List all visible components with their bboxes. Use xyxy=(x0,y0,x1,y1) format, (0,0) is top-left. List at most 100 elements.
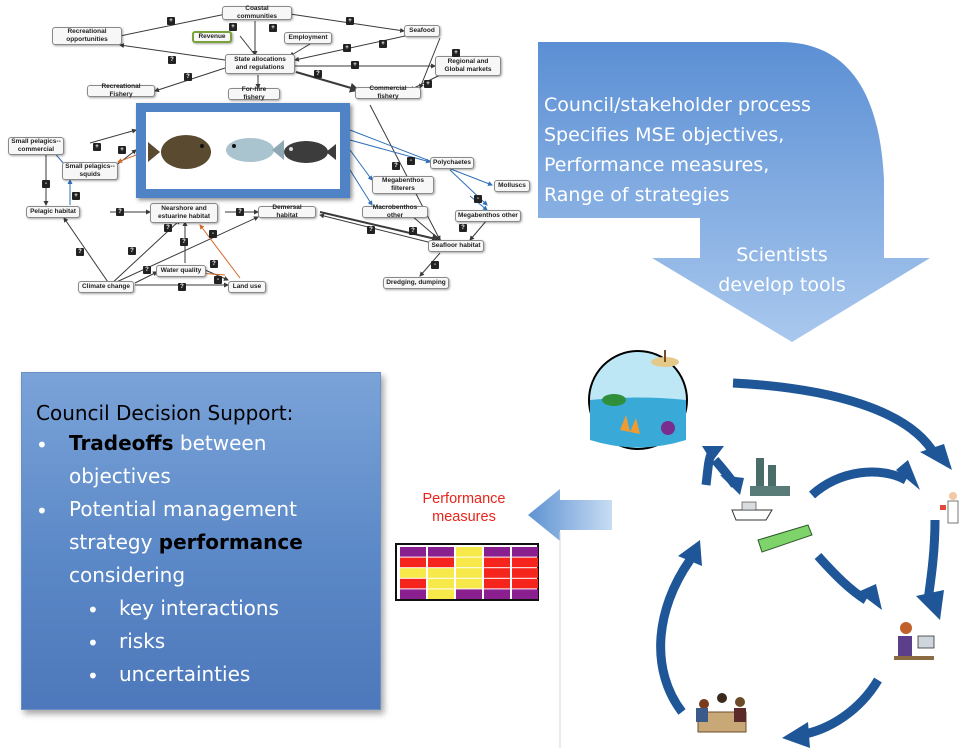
link-sign-badge: + xyxy=(452,49,460,57)
process-line: Council/stakeholder process xyxy=(544,94,811,116)
link-sign-badge: ? xyxy=(236,208,244,216)
link-sign-badge: ? xyxy=(168,56,176,64)
node-demersal-habitat: Demersal habitat xyxy=(258,204,316,219)
decision-support-heading: Council Decision Support: xyxy=(36,401,294,425)
performance-grid-cell xyxy=(512,547,538,557)
performance-label-line1: Performance xyxy=(422,491,506,507)
node-recreational-fishery: Recreational Fishery xyxy=(87,83,155,98)
performance-grid-cell xyxy=(400,578,426,589)
node-revenue: Revenue xyxy=(192,31,232,43)
link-sign-badge: ? xyxy=(409,227,417,235)
node-polychaetes: Polychaetes xyxy=(430,157,474,169)
cycle-arrows xyxy=(656,378,940,740)
performance-grid-cell xyxy=(484,578,510,589)
performance-grid-cell xyxy=(428,557,454,568)
node-small-pelagics-commercial: Small pelagics--commercial xyxy=(8,137,64,155)
performance-grid-cell xyxy=(456,557,482,568)
process-arrow-text: Council/stakeholder process Specifies MS… xyxy=(544,90,811,210)
performance-grid-cell xyxy=(512,568,538,578)
node-seafloor-habitat: Seafloor habitat xyxy=(428,240,484,252)
node-land-use: Land use xyxy=(228,281,266,293)
link-sign-badge: + xyxy=(379,40,387,48)
bullet-marker: • xyxy=(36,433,48,457)
node-regional-global-markets: Regional and Global markets xyxy=(435,56,501,76)
link-sign-badge: - xyxy=(474,195,482,203)
performance-grid-cell xyxy=(428,578,454,589)
performance-grid-cell xyxy=(400,568,426,578)
link-sign-badge: - xyxy=(407,157,415,165)
link-sign-badge: ? xyxy=(76,248,84,256)
link-sign-badge: - xyxy=(42,180,50,188)
sub-bullet-marker: • xyxy=(87,664,99,688)
link-sign-badge: + xyxy=(346,17,354,25)
performance-grid-cell xyxy=(456,589,482,599)
process-line: Range of strategies xyxy=(544,184,730,206)
link-sign-badge: - xyxy=(431,261,439,269)
performance-bold: performance xyxy=(158,530,303,554)
performance-grid-cell xyxy=(428,568,454,578)
node-nearshore-estuarine-habitat: Nearshore and estuarine habitat xyxy=(150,203,218,223)
performance-grid-cell xyxy=(484,557,510,568)
link-sign-badge: + xyxy=(351,61,359,69)
council-meeting-icon xyxy=(696,693,747,733)
node-macrobenthos-other: Macrobenthos other xyxy=(362,204,428,219)
node-commercial-fishery: Commercial fishery xyxy=(355,85,421,100)
sub-bullet-key-interactions: key interactions xyxy=(119,596,279,620)
performance-label-line2: measures xyxy=(432,509,496,525)
link-sign-badge: + xyxy=(72,192,80,200)
sub-bullet-uncertainties: uncertainties xyxy=(119,662,251,686)
performance-grid-cell xyxy=(456,568,482,578)
scup-icon xyxy=(226,138,284,162)
performance-grid-cell xyxy=(512,578,538,589)
link-sign-badge: ? xyxy=(184,73,192,81)
performance-grid-cell xyxy=(400,589,426,599)
link-sign-badge: ? xyxy=(210,260,218,268)
fish-illustrations xyxy=(148,135,336,169)
fishery-industry-icon xyxy=(731,458,813,553)
node-for-hire-fishery: For-hire fishery xyxy=(228,86,280,101)
performance-grid-cell xyxy=(456,547,482,557)
scientists-line: develop tools xyxy=(718,274,846,296)
tradeoffs-bold: Tradeoffs xyxy=(69,431,174,455)
cycle-arrowheads xyxy=(678,444,952,748)
node-megabenthos-other: Megabenthos other xyxy=(455,210,521,222)
performance-grid-cell xyxy=(428,589,454,599)
fish-species-image xyxy=(146,112,340,189)
performance-grid-cell xyxy=(400,547,426,557)
link-sign-badge: ? xyxy=(116,208,124,216)
tradeoffs-line: Tradeoffs between xyxy=(69,427,266,460)
tradeoffs-rest: between xyxy=(173,431,267,455)
link-sign-badge: + xyxy=(424,80,432,88)
link-sign-badge: - xyxy=(209,230,217,238)
sub-bullet-marker: • xyxy=(87,598,99,622)
node-molluscs: Molluscs xyxy=(494,180,530,192)
performance-grid-cell xyxy=(512,557,538,568)
strategy-text: strategy xyxy=(69,530,159,554)
node-employment: Employment xyxy=(284,32,332,44)
ocean-ecosystem-icon xyxy=(588,350,688,450)
link-sign-badge: + xyxy=(118,146,126,154)
node-recreational-opportunities: Recreational opportunities xyxy=(52,27,122,45)
considering-line: considering xyxy=(69,563,186,587)
link-sign-badge: ? xyxy=(164,224,172,232)
node-seafood: Seafood xyxy=(404,25,440,37)
node-climate-change: Climate change xyxy=(78,281,134,293)
link-sign-badge: ? xyxy=(367,226,375,234)
link-sign-badge: - xyxy=(214,276,222,284)
link-sign-badge: ? xyxy=(314,70,322,78)
node-megabenthos-filterers: Megabenthos filterers xyxy=(372,176,434,194)
performance-measures-label: Performance measures xyxy=(401,490,527,526)
process-line: Performance measures, xyxy=(544,154,770,176)
sub-bullet-marker: • xyxy=(87,631,99,655)
performance-grid xyxy=(395,543,539,601)
performance-grid-cell xyxy=(428,547,454,557)
performance-grid-cell xyxy=(484,589,510,599)
bullet-marker: • xyxy=(36,499,48,523)
performance-arrow xyxy=(528,489,612,541)
decision-support-box: Council Decision Support: • Tradeoffs be… xyxy=(21,372,381,710)
link-sign-badge: + xyxy=(167,17,175,25)
node-pelagic-habitat: Pelagic habitat xyxy=(26,206,80,218)
link-sign-badge: + xyxy=(269,24,277,32)
link-sign-badge: ? xyxy=(459,224,467,232)
